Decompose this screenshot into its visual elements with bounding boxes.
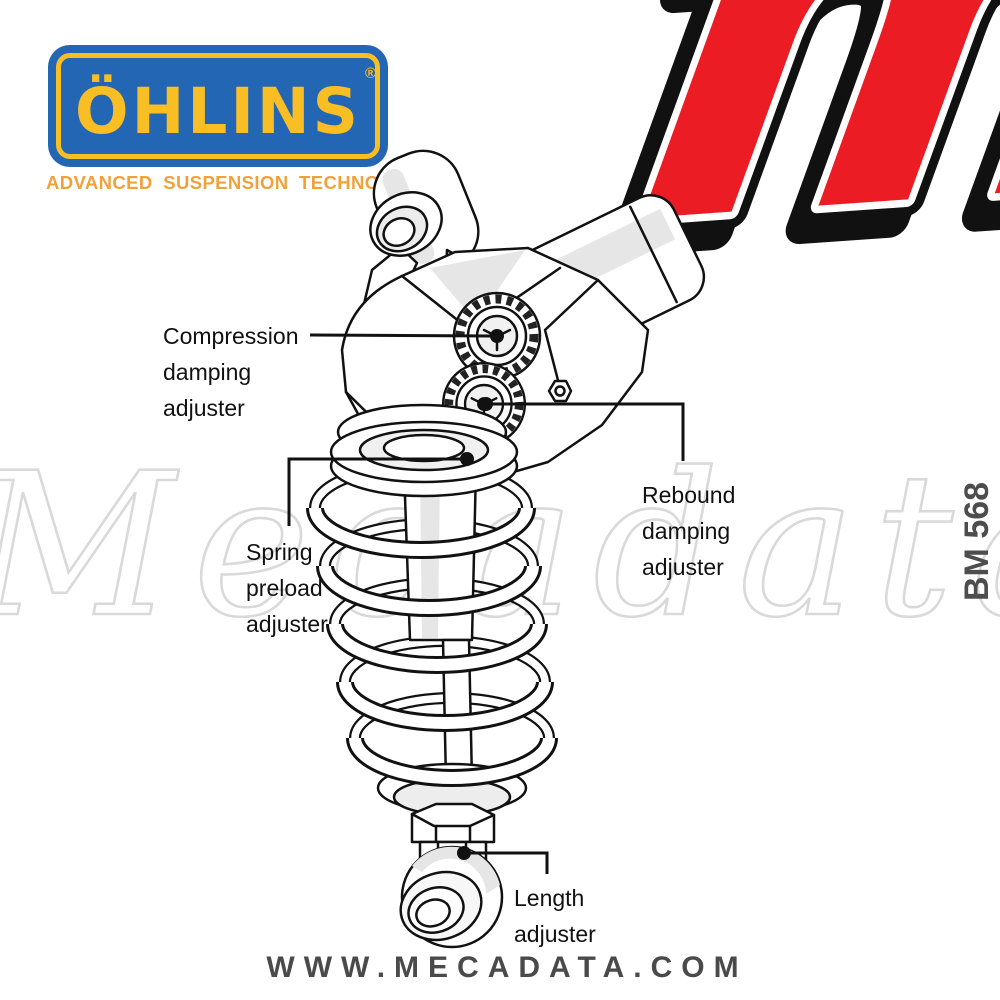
length-leader-line	[464, 851, 549, 874]
compression-adjuster-knob	[452, 291, 542, 381]
ohlins-tagline: ADVANCED SUSPENSION TECHNOLOGY	[46, 172, 434, 193]
ohlins-logo-border	[56, 53, 380, 159]
length-callout-dot	[457, 846, 471, 860]
shock-absorber-illustration	[306, 149, 706, 949]
label-line: Rebound	[642, 482, 736, 508]
website-url: WWW.MECADATA.COM	[266, 951, 748, 984]
reference-code: BM 568	[958, 482, 996, 601]
label-line: preload	[246, 575, 323, 601]
label-line: Compression	[163, 323, 299, 349]
label-line: adjuster	[246, 611, 328, 637]
label-line: Spring	[246, 539, 313, 565]
label-line: Length	[514, 885, 585, 911]
compression-adjuster-point	[490, 329, 504, 343]
spring-coils-front	[306, 507, 558, 787]
label-line: damping	[163, 359, 252, 385]
registered-trademark-symbol: ®	[364, 65, 376, 82]
ohlins-logo-wordmark: ÖHLINS	[75, 74, 361, 148]
rebound-damping-label: Rebound damping adjuster	[642, 477, 735, 585]
ball-joint-end	[399, 845, 504, 949]
length-adjuster-label: Length adjuster	[514, 880, 596, 952]
compression-leader-line	[309, 333, 492, 338]
ohlins-logo: ÖHLINS ®	[48, 45, 388, 167]
rebound-leader-line	[490, 402, 685, 461]
preload-collar	[329, 403, 519, 498]
compression-damping-label: Compression damping adjuster	[163, 318, 299, 426]
label-line: adjuster	[163, 395, 245, 421]
preload-leader-line	[287, 457, 466, 526]
leader-lines	[287, 333, 685, 874]
rebound-callout-dot	[479, 397, 493, 411]
spring-preload-label: Spring preload adjuster	[246, 534, 328, 642]
label-line: damping	[642, 518, 731, 544]
label-line: adjuster	[514, 921, 596, 947]
preload-callout-dot	[460, 452, 474, 466]
label-line: adjuster	[642, 554, 724, 580]
